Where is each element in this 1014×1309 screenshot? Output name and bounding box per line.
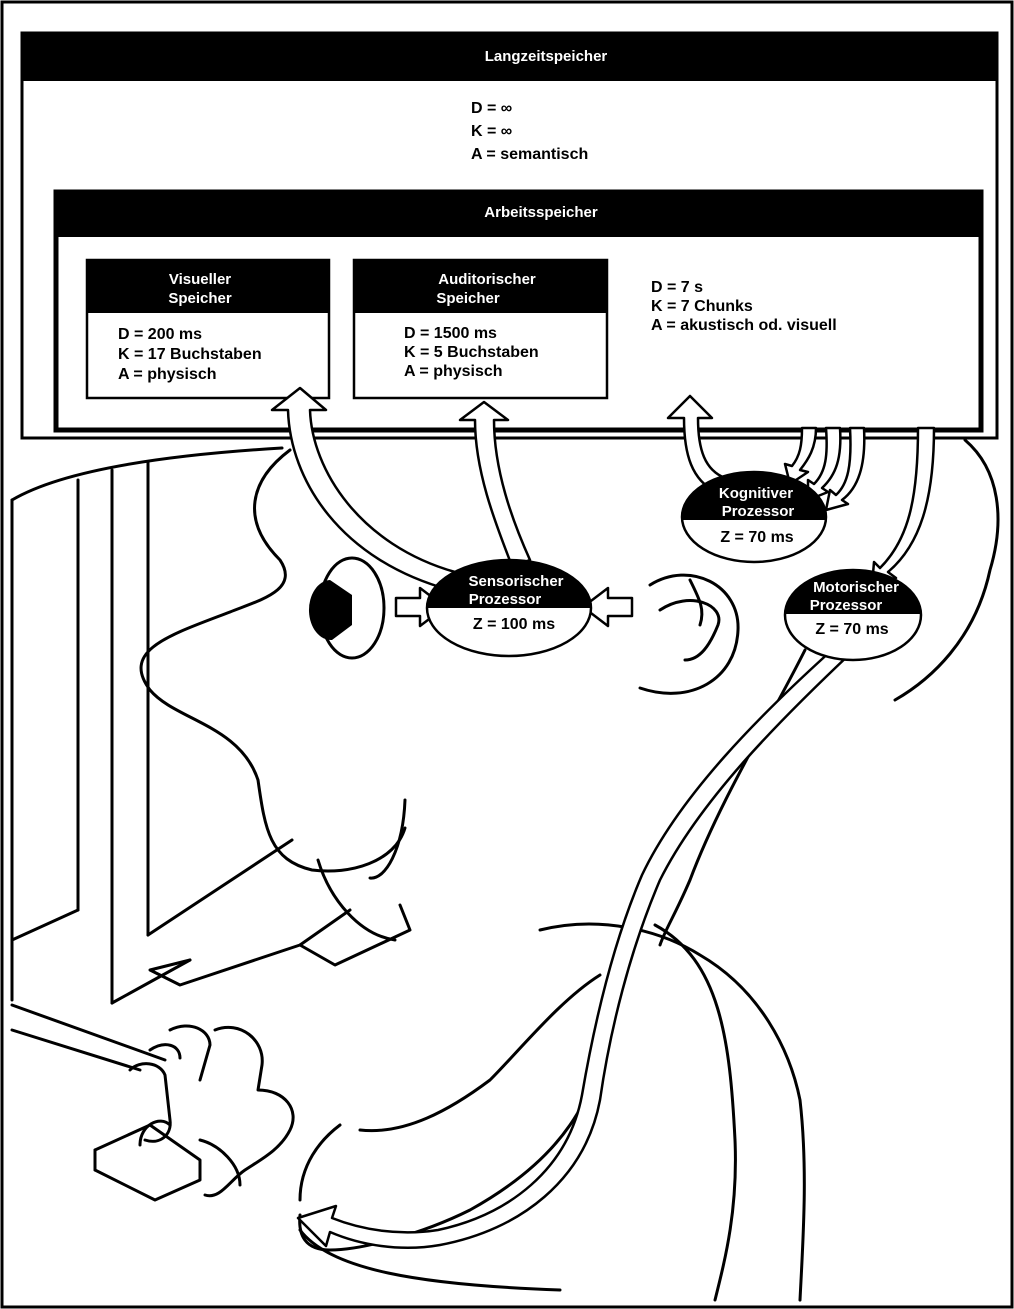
sensory-processor-title-line1: Sensorischer <box>468 573 563 590</box>
working-memory-duration: D = 7 s <box>651 279 703 296</box>
long-term-memory-title: Langzeitspeicher <box>485 48 608 65</box>
visual-store-box: Visueller Speicher D = 200 ms K = 17 Buc… <box>87 260 329 398</box>
cognitive-processor-cycle-time: Z = 70 ms <box>720 529 793 546</box>
motor-processor-title-line1: Motorischer <box>813 579 899 596</box>
auditory-store-title-line1: Auditorischer <box>438 271 536 288</box>
long-term-memory-duration: D = ∞ <box>471 100 512 117</box>
sensory-processor-title-line2: Prozessor <box>469 591 542 608</box>
auditory-store-title-line2: Speicher <box>436 290 500 307</box>
visual-store-encoding: A = physisch <box>118 366 217 383</box>
visual-store-duration: D = 200 ms <box>118 326 202 343</box>
visual-store-title-line1: Visueller <box>169 271 231 288</box>
working-memory-title: Arbeitsspeicher <box>484 204 598 221</box>
auditory-store-capacity: K = 5 Buchstaben <box>404 344 539 361</box>
auditory-store-duration: D = 1500 ms <box>404 325 497 342</box>
cognitive-processor-title-line2: Prozessor <box>722 503 795 520</box>
motor-processor-title-line2: Prozessor <box>810 597 883 614</box>
auditory-store-box: Auditorischer Speicher D = 1500 ms K = 5… <box>354 260 607 398</box>
long-term-memory-capacity: K = ∞ <box>471 123 512 140</box>
motor-processor-cycle-time: Z = 70 ms <box>815 621 888 638</box>
sensory-processor-cycle-time: Z = 100 ms <box>473 616 555 633</box>
long-term-memory-encoding: A = semantisch <box>471 146 588 163</box>
working-memory-capacity: K = 7 Chunks <box>651 298 753 315</box>
cognitive-processor-title-line1: Kognitiver <box>719 485 793 502</box>
working-memory-encoding: A = akustisch od. visuell <box>651 317 837 334</box>
visual-store-title-line2: Speicher <box>168 290 232 307</box>
visual-store-capacity: K = 17 Buchstaben <box>118 346 262 363</box>
auditory-store-encoding: A = physisch <box>404 363 503 380</box>
